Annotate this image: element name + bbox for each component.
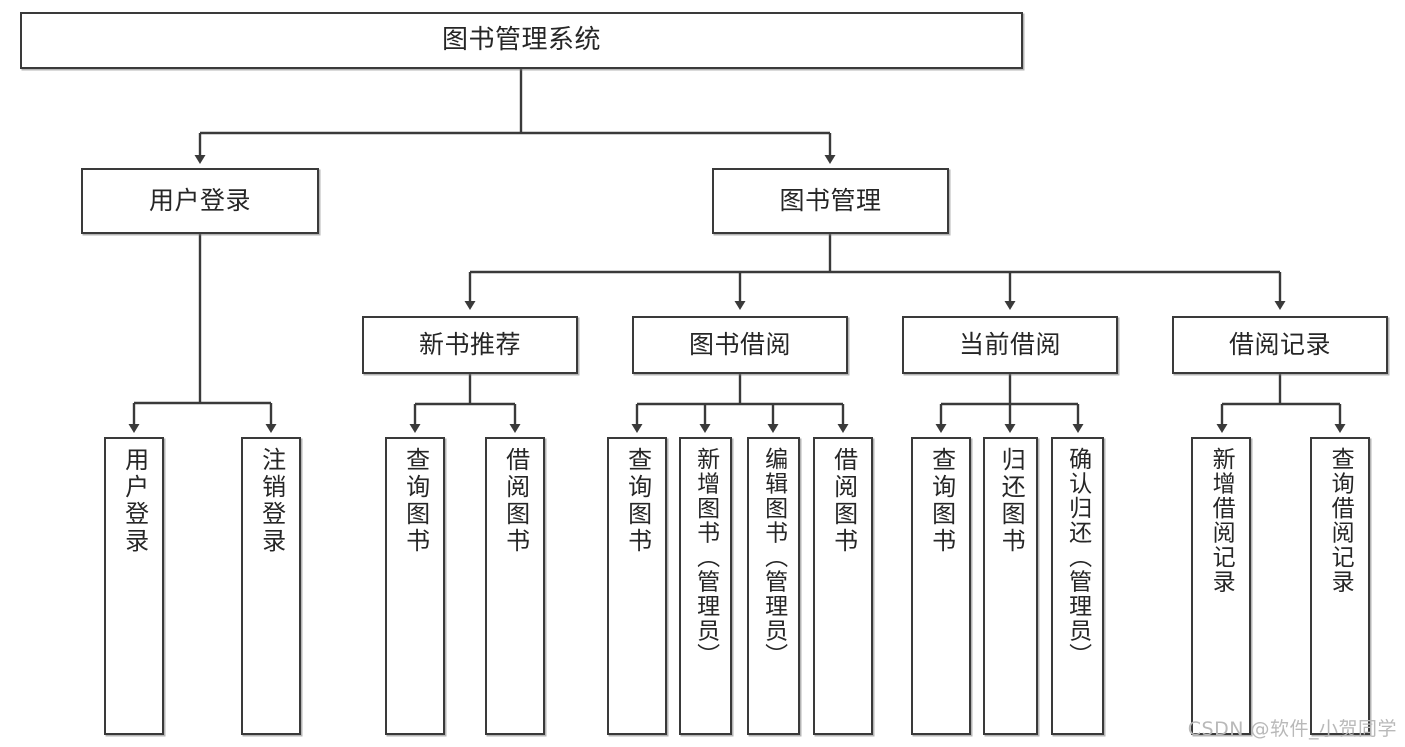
leaf-borrow-book-2[interactable]: 借阅图书 [813,437,873,735]
leaf-query-borrow-record-label: 查询借阅记录 [1327,447,1354,594]
leaf-confirm-return[interactable]: 确认归还（管理员） [1051,437,1104,735]
node-root-label: 图书管理系统 [441,24,601,55]
node-new-book-recommend-label: 新书推荐 [418,330,521,359]
node-borrow-record-label: 借阅记录 [1228,330,1331,359]
leaf-edit-book[interactable]: 编辑图书（管理员） [747,437,800,735]
node-book-management-label: 图书管理 [779,186,882,215]
leaf-user-logout[interactable]: 注销登录 [241,437,301,735]
leaf-add-borrow-record[interactable]: 新增借阅记录 [1191,437,1251,735]
node-current-borrow-label: 当前借阅 [958,330,1061,359]
leaf-query-book-2-label: 查询图书 [623,447,652,555]
node-new-book-recommend[interactable]: 新书推荐 [362,316,578,374]
leaf-return-book[interactable]: 归还图书 [983,437,1038,735]
leaf-borrow-book-1[interactable]: 借阅图书 [485,437,545,735]
node-book-management[interactable]: 图书管理 [712,168,949,234]
node-current-borrow[interactable]: 当前借阅 [902,316,1118,374]
leaf-query-book-3[interactable]: 查询图书 [911,437,971,735]
node-root[interactable]: 图书管理系统 [20,12,1023,69]
leaf-user-login-label: 用户登录 [120,447,149,555]
node-book-borrow-label: 图书借阅 [688,330,791,359]
leaf-user-logout-label: 注销登录 [257,447,286,555]
leaf-borrow-book-1-label: 借阅图书 [501,447,530,555]
leaf-query-book-1-label: 查询图书 [401,447,430,555]
leaf-borrow-book-2-label: 借阅图书 [829,447,858,555]
leaf-query-book-1[interactable]: 查询图书 [385,437,445,735]
node-user-login[interactable]: 用户登录 [81,168,319,234]
leaf-user-login[interactable]: 用户登录 [104,437,164,735]
leaf-add-borrow-record-label: 新增借阅记录 [1208,447,1235,594]
node-borrow-record[interactable]: 借阅记录 [1172,316,1388,374]
leaf-query-borrow-record[interactable]: 查询借阅记录 [1310,437,1370,735]
node-book-borrow[interactable]: 图书借阅 [632,316,848,374]
leaf-edit-book-label: 编辑图书（管理员） [760,447,787,668]
leaf-return-book-label: 归还图书 [997,447,1026,555]
leaf-query-book-2[interactable]: 查询图书 [607,437,667,735]
node-user-login-label: 用户登录 [148,186,251,215]
leaf-add-book[interactable]: 新增图书（管理员） [679,437,732,735]
leaf-confirm-return-label: 确认归还（管理员） [1064,447,1091,668]
leaf-add-book-label: 新增图书（管理员） [692,447,719,668]
watermark: CSDN @软件_小贺同学 [1187,718,1397,740]
leaf-query-book-3-label: 查询图书 [927,447,956,555]
